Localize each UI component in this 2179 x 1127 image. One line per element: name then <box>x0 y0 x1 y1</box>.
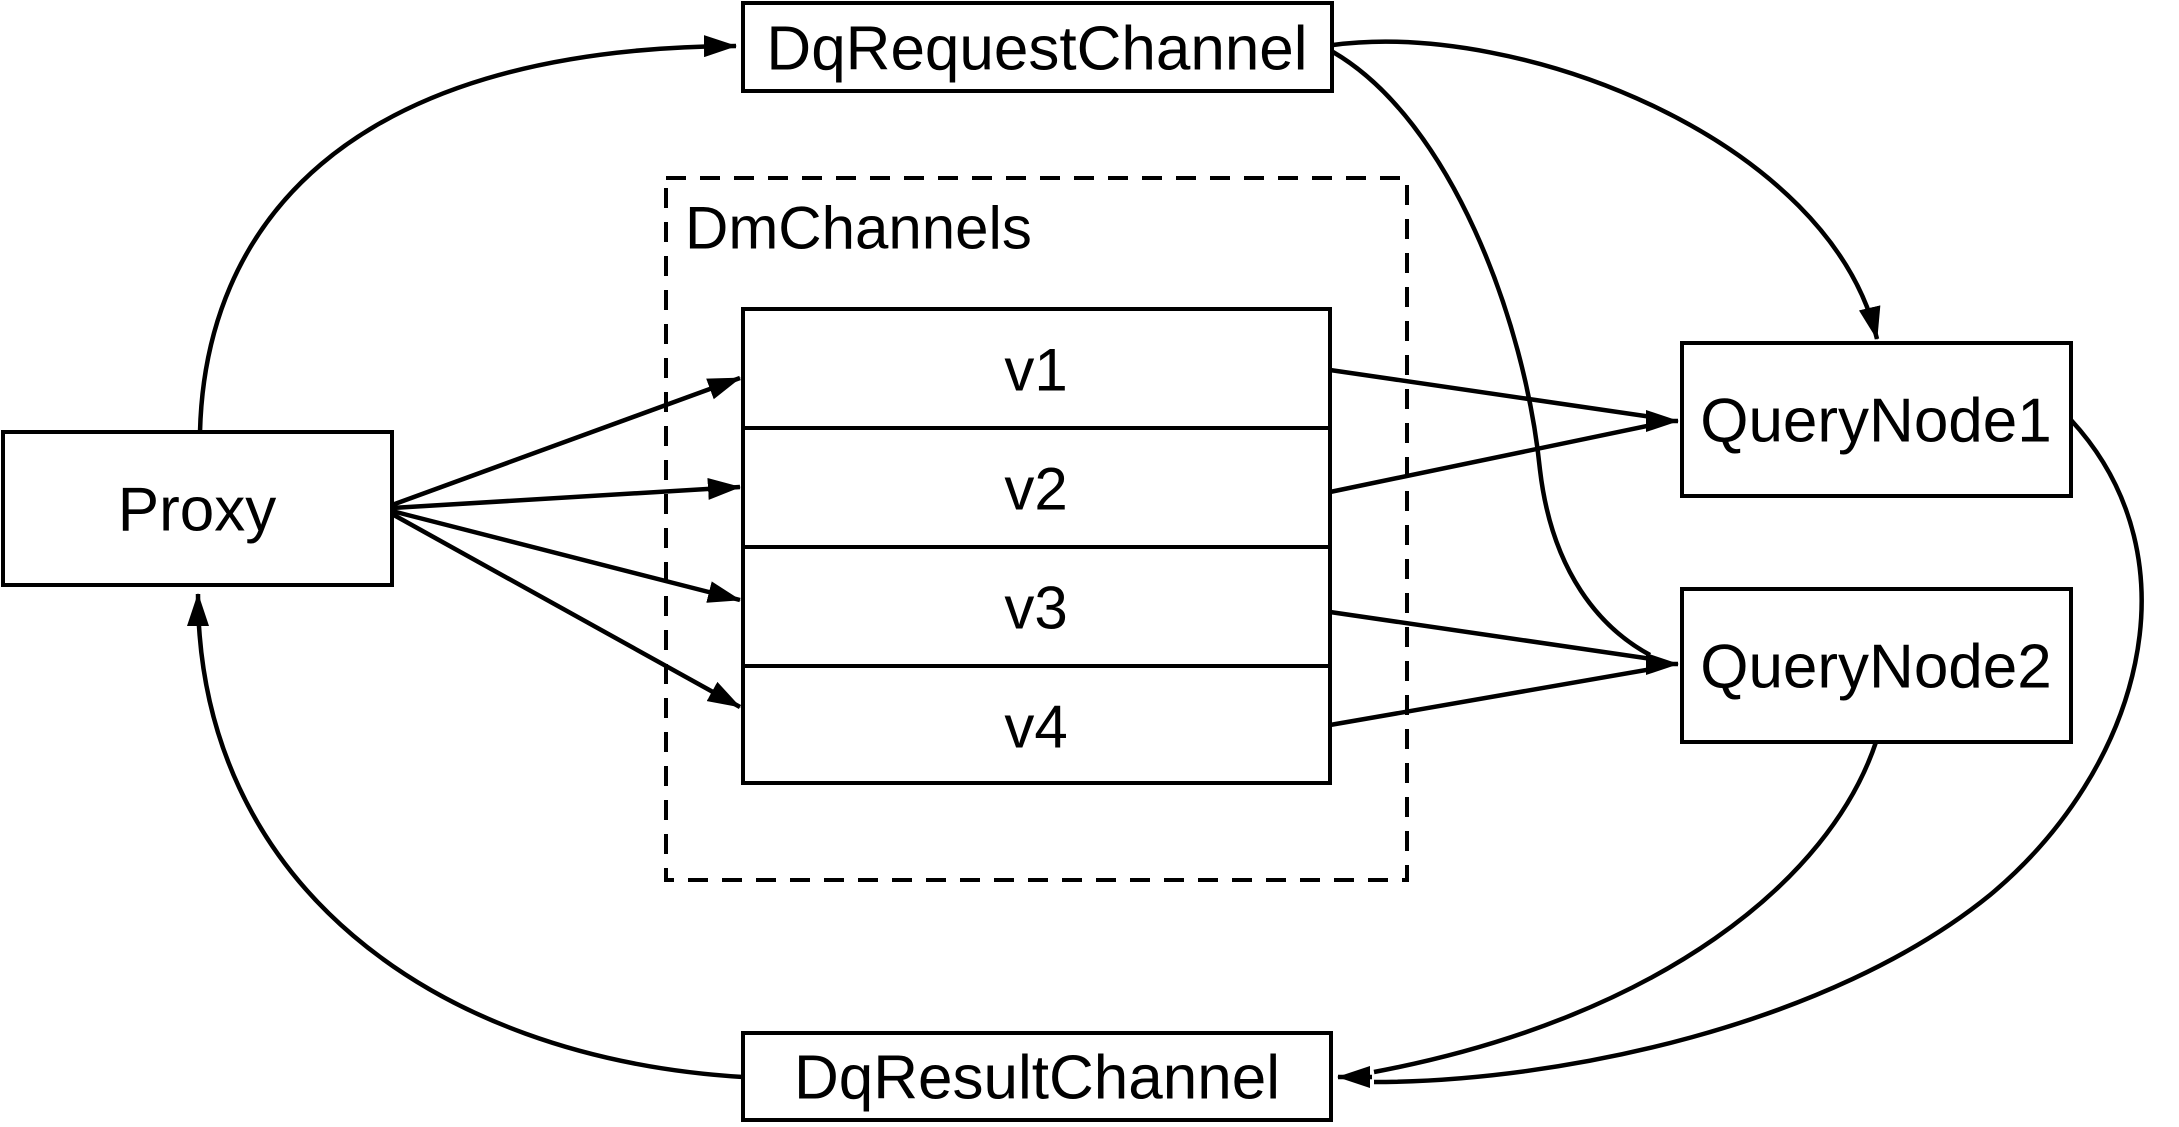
dqresultchannel-label: DqResultChannel <box>794 1044 1280 1113</box>
edge-v3-to-querynode2 <box>1329 609 1653 662</box>
channel-row-v1-label: v1 <box>1004 337 1067 404</box>
edge-dqrequestchannel-to-querynode1 <box>1332 39 1881 340</box>
dqrequestchannel-label: DqRequestChannel <box>766 15 1307 84</box>
edge-proxy-to-v2 <box>391 477 741 511</box>
dmchannels-group-label: DmChannels <box>685 195 1032 262</box>
dmchannels-group-box <box>664 176 1409 882</box>
edge-proxy-to-v4 <box>390 512 742 709</box>
querynode1-node <box>1680 341 2073 498</box>
edge-proxy-to-v1 <box>391 375 741 508</box>
edge-querynode1-to-dqresultchannel <box>1373 418 2144 1085</box>
dqrequestchannel-node <box>741 1 1334 93</box>
channel-row-v2-label: v2 <box>1004 456 1067 523</box>
edge-dqresultchannel-to-proxy <box>187 593 744 1080</box>
dqresultchannel-node <box>741 1031 1333 1122</box>
edge-v2-to-querynode1 <box>1329 422 1653 495</box>
edge-v1-to-querynode1 <box>1329 367 1653 420</box>
edge-dqrequestchannel-to-querynode2 <box>1331 50 1652 657</box>
edge-querynode2-to-dqresultchannel <box>1373 741 1879 1075</box>
edge-proxy-to-dqrequestchannel <box>197 35 737 433</box>
querynode1-label: QueryNode1 <box>1700 387 2052 456</box>
channel-row-v4-label: v4 <box>1004 694 1067 761</box>
edge-proxy-to-v3 <box>391 508 741 603</box>
edge-v4-to-querynode2 <box>1329 666 1653 728</box>
proxy-node <box>1 430 394 587</box>
querynode2-node <box>1680 587 2073 744</box>
proxy-label: Proxy <box>118 476 276 545</box>
querynode2-label: QueryNode2 <box>1700 633 2052 702</box>
channel-row-v3-label: v3 <box>1004 575 1067 642</box>
